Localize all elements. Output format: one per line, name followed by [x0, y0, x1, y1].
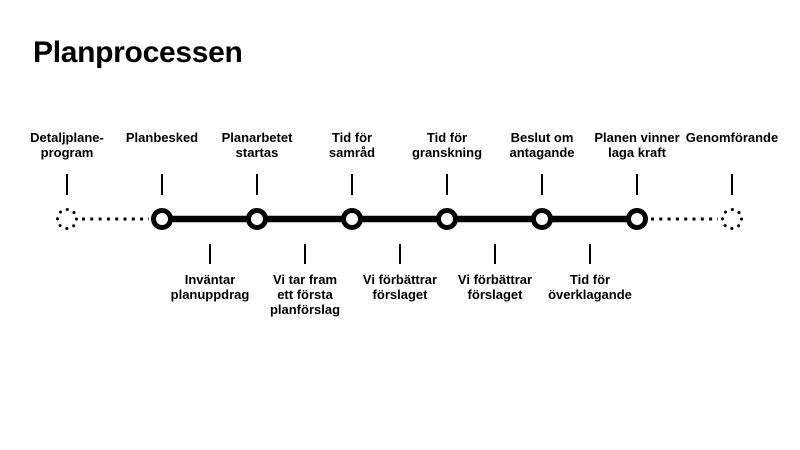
milestone-node-tid-for-samrad	[341, 208, 363, 230]
milestone-node-beslut-om-antagande	[531, 208, 553, 230]
phase-label-planbesked: Planbesked	[125, 130, 199, 145]
dotted-node-detaljplaneprogram	[56, 208, 78, 230]
milestone-node-planarbetet-startas	[246, 208, 268, 230]
phase-label-invantar-planuppdrag: Inväntar planuppdrag	[170, 272, 250, 302]
phase-label-vi-forbattrar-forslaget-1: Vi förbättrar förslaget	[362, 272, 438, 302]
tick-mark-top	[731, 174, 733, 195]
tick-mark-bottom	[209, 244, 211, 264]
tick-mark-bottom	[589, 244, 591, 264]
tick-mark-top	[446, 174, 448, 195]
tick-mark-top	[256, 174, 258, 195]
tick-mark-bottom	[304, 244, 306, 264]
phase-label-planen-vinner-laga-kraft: Planen vinner laga kraft	[594, 130, 680, 160]
phase-label-vi-tar-fram-forsta-planforslag: Vi tar fram ett första planförslag	[269, 272, 341, 317]
milestone-node-planbesked	[151, 208, 173, 230]
tick-mark-top	[351, 174, 353, 195]
phase-label-genomforande: Genomförande	[685, 130, 779, 145]
tick-mark-top	[636, 174, 638, 195]
tick-mark-top	[161, 174, 163, 195]
tick-mark-top	[66, 174, 68, 195]
phase-label-detaljplaneprogram: Detaljplane- program	[30, 130, 104, 160]
dotted-node-genomforande	[721, 208, 743, 230]
milestone-node-tid-for-granskning	[436, 208, 458, 230]
phase-label-tid-for-granskning: Tid för granskning	[411, 130, 483, 160]
milestone-node-planen-vinner-laga-kraft	[626, 208, 648, 230]
phase-label-beslut-om-antagande: Beslut om antagande	[509, 130, 575, 160]
phase-label-tid-for-samrad: Tid för samråd	[328, 130, 376, 160]
tick-mark-top	[541, 174, 543, 195]
tick-mark-bottom	[494, 244, 496, 264]
phase-label-planarbetet-startas: Planarbetet startas	[221, 130, 293, 160]
page-title: Planprocessen	[33, 36, 243, 69]
tick-mark-bottom	[399, 244, 401, 264]
phase-label-tid-for-overklagande: Tid för överklagande	[548, 272, 632, 302]
phase-label-vi-forbattrar-forslaget-2: Vi förbättrar förslaget	[457, 272, 533, 302]
